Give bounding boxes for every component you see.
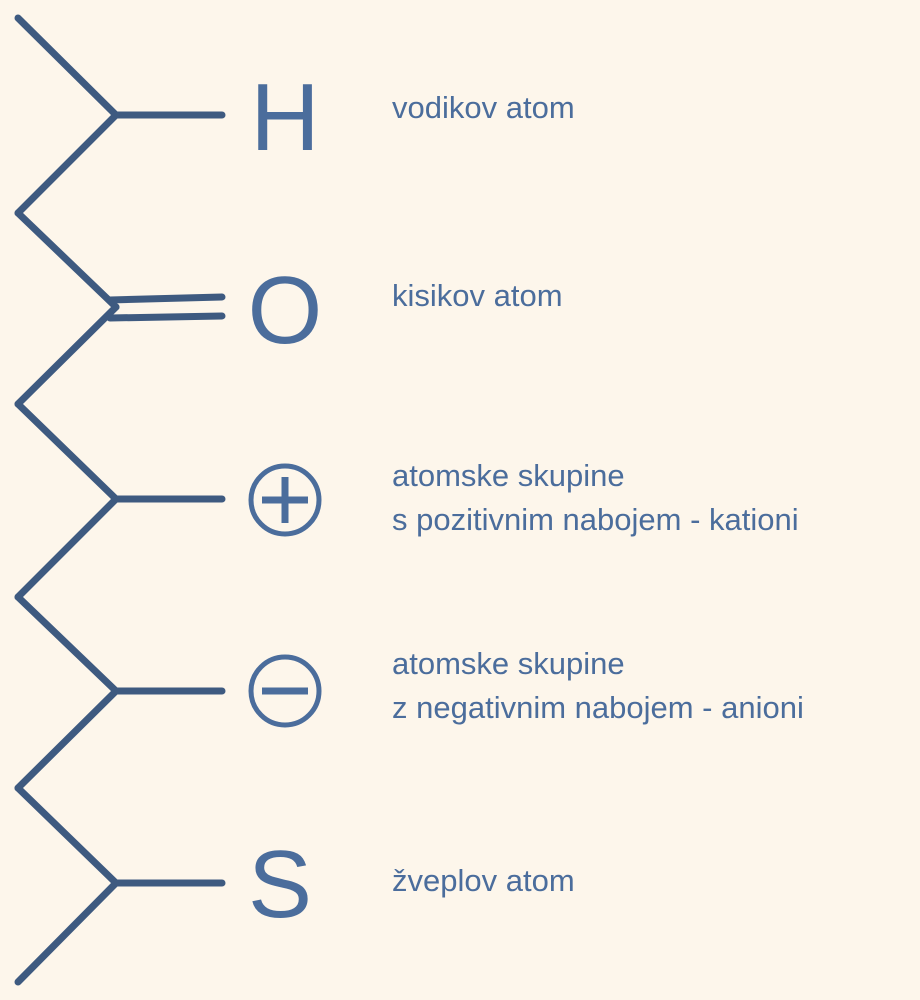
oxygen-label: kisikov atom [392, 278, 563, 313]
hydrogen-label: vodikov atom [392, 90, 575, 125]
cation-label: atomske skupine s pozitivnim nabojem - k… [392, 454, 799, 542]
oxygen-symbol: O [248, 257, 323, 364]
double-bond-oxygen-lower [106, 312, 226, 322]
cation-plus-icon [248, 463, 322, 537]
anion-minus-icon [248, 654, 322, 728]
anion-label: atomske skupine z negativnim nabojem - a… [392, 642, 804, 730]
cation-label-line1: atomske skupine [392, 458, 625, 493]
anion-label-line1: atomske skupine [392, 646, 625, 681]
zigzag-backbone [14, 14, 120, 986]
hydrogen-symbol: H [250, 64, 319, 171]
anion-label-line2: z negativnim nabojem - anioni [392, 690, 804, 725]
double-bond-oxygen-upper [106, 293, 226, 304]
cation-label-line2: s pozitivnim nabojem - kationi [392, 502, 799, 537]
sulfur-symbol: S [248, 831, 312, 938]
sulfur-label: žveplov atom [392, 863, 575, 898]
